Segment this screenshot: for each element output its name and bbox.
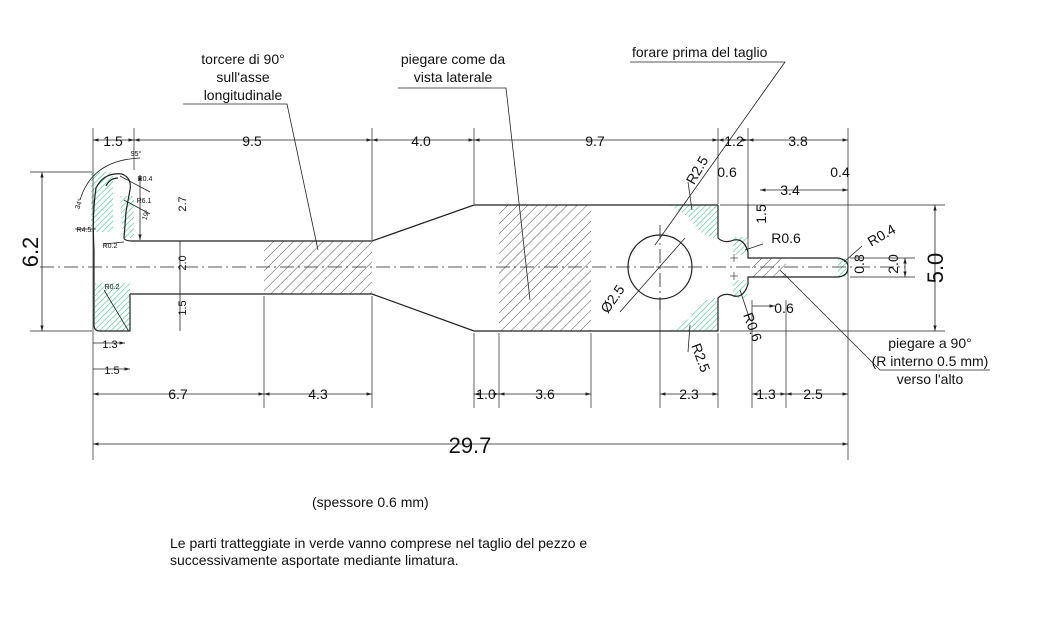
hook-radius-0-2b: R0.2 bbox=[105, 284, 120, 291]
dim-29-7: 29.7 bbox=[449, 433, 492, 458]
dim-3-6: 3.6 bbox=[535, 386, 555, 402]
dim-9-5: 9.5 bbox=[242, 133, 262, 149]
hook-radius-4-5: R4.5 bbox=[77, 227, 92, 234]
bend-up-note-line1: piegare a 90° bbox=[888, 335, 971, 351]
hook-radius-0-4: R0.4 bbox=[138, 176, 153, 183]
dim-9-7: 9.7 bbox=[585, 133, 605, 149]
thickness-note: (spessore 0.6 mm) bbox=[312, 494, 429, 510]
bend-up-note-line3: verso l'alto bbox=[897, 371, 964, 387]
dim-1-3: 1.3 bbox=[756, 386, 776, 402]
drill-note: forare prima del taglio bbox=[632, 44, 768, 60]
dim-6-7: 6.7 bbox=[168, 386, 188, 402]
bend-up-note-line2: (R interno 0.5 mm) bbox=[872, 353, 989, 369]
hook-angle-95: 95° bbox=[131, 150, 142, 158]
dim-1-5-left: 1.5 bbox=[177, 300, 189, 315]
hook-angle-34: 34° bbox=[73, 197, 84, 210]
hook-detail-texts: 95° R0.4 R6.1 19° 34° R4.5 R0.2 R0.2 bbox=[73, 150, 152, 291]
dim-3-4: 3.4 bbox=[780, 182, 800, 198]
dim-1-0: 1.0 bbox=[476, 386, 496, 402]
dim-1-2: 1.2 bbox=[724, 133, 744, 149]
radius-0-4: R0.4 bbox=[865, 221, 899, 250]
diameter-2-5: Ø2.5 bbox=[597, 282, 628, 316]
bend-side-note-line2: vista laterale bbox=[414, 69, 493, 85]
green-hatch-areas bbox=[91, 172, 848, 331]
dim-2-0-right: 2.0 bbox=[885, 254, 901, 274]
dim-1-5-top: 1.5 bbox=[103, 133, 123, 149]
twist-note-line1: torcere di 90° bbox=[201, 51, 284, 67]
grey-hatch-areas bbox=[264, 205, 786, 331]
hook-radius-6-1: R6.1 bbox=[137, 198, 152, 205]
radius-0-6-top: R0.6 bbox=[771, 230, 801, 246]
radius-2-5-bottom: R2.5 bbox=[688, 341, 713, 374]
dim-3-8: 3.8 bbox=[788, 133, 808, 149]
dim-0-6-mid: 0.6 bbox=[774, 300, 794, 316]
hook-radius-0-2a: R0.2 bbox=[103, 243, 118, 250]
general-note-line2: successivamente asportate mediante limat… bbox=[170, 552, 459, 568]
dim-6-2: 6.2 bbox=[18, 237, 43, 268]
dim-1-3-small: 1.3 bbox=[102, 339, 117, 351]
general-note-line1: Le parti tratteggiate in verde vanno com… bbox=[170, 535, 588, 551]
dim-0-4-top: 0.4 bbox=[830, 164, 850, 180]
dim-5-0: 5.0 bbox=[923, 253, 948, 284]
extension-lines bbox=[30, 128, 945, 460]
twist-note-line3: longitudinale bbox=[204, 87, 283, 103]
dim-0-6-top: 0.6 bbox=[717, 164, 737, 180]
twist-note-line2: sull'asse bbox=[216, 69, 269, 85]
center-marks bbox=[656, 254, 738, 280]
center-lines bbox=[40, 225, 905, 310]
leader-lines bbox=[75, 61, 990, 371]
hook-angle-19: 19° bbox=[140, 208, 151, 221]
dim-1-5-right: 1.5 bbox=[753, 204, 769, 224]
dim-2-3: 2.3 bbox=[679, 386, 699, 402]
dim-1-5-small: 1.5 bbox=[104, 365, 119, 377]
dimension-texts: 1.5 9.5 4.0 9.7 1.2 3.8 0.6 3.4 0.4 6.7 … bbox=[18, 133, 948, 458]
dim-0-8: 0.8 bbox=[851, 254, 867, 274]
dim-2-0-left: 2.0 bbox=[177, 255, 189, 270]
dim-4-0: 4.0 bbox=[411, 133, 431, 149]
dimension-lines bbox=[40, 138, 937, 446]
general-note: Le parti tratteggiate in verde vanno com… bbox=[170, 535, 730, 569]
dim-4-3: 4.3 bbox=[308, 386, 328, 402]
annotation-texts: torcere di 90° sull'asse longitudinale p… bbox=[201, 44, 988, 387]
dim-2-7: 2.7 bbox=[177, 196, 189, 211]
radius-0-6-bottom: R0.6 bbox=[740, 310, 765, 343]
radius-2-5-top: R2.5 bbox=[683, 153, 712, 187]
bend-side-note-line1: piegare come da bbox=[401, 51, 506, 67]
dim-2-5: 2.5 bbox=[803, 386, 823, 402]
